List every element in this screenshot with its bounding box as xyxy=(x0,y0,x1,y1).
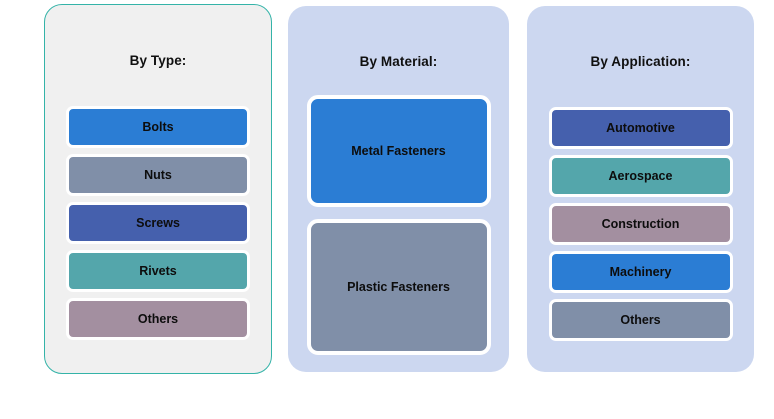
chip-aerospace[interactable]: Aerospace xyxy=(548,155,733,197)
card-title-by-type: By Type: xyxy=(129,53,187,68)
category-card-by-application: By Application: Automotive Aerospace Con… xyxy=(527,6,754,372)
card-title-by-application: By Application: xyxy=(590,54,691,69)
chip-machinery[interactable]: Machinery xyxy=(548,251,733,293)
chip-plastic-fasteners[interactable]: Plastic Fasteners xyxy=(306,219,491,355)
card-title-by-material: By Material: xyxy=(359,54,438,69)
chip-automotive[interactable]: Automotive xyxy=(548,107,733,149)
chip-stack-by-type: Bolts Nuts Screws Rivets Others xyxy=(45,106,271,340)
chip-stack-by-application: Automotive Aerospace Construction Machin… xyxy=(527,107,754,341)
category-card-by-material: By Material: Metal Fasteners Plastic Fas… xyxy=(288,6,509,372)
chip-bolts[interactable]: Bolts xyxy=(66,106,250,148)
chip-others-type[interactable]: Others xyxy=(66,298,250,340)
chip-stack-by-material: Metal Fasteners Plastic Fasteners xyxy=(288,95,509,355)
chip-nuts[interactable]: Nuts xyxy=(66,154,250,196)
chip-construction[interactable]: Construction xyxy=(548,203,733,245)
category-card-by-type: By Type: Bolts Nuts Screws Rivets Others xyxy=(44,4,272,374)
chip-metal-fasteners[interactable]: Metal Fasteners xyxy=(306,95,491,207)
chip-screws[interactable]: Screws xyxy=(66,202,250,244)
chip-others-application[interactable]: Others xyxy=(548,299,733,341)
chip-rivets[interactable]: Rivets xyxy=(66,250,250,292)
